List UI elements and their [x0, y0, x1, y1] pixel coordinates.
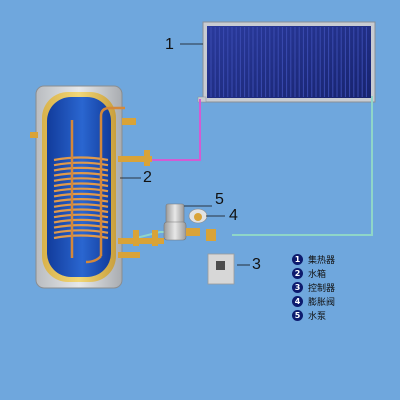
- water-tank: [30, 85, 164, 289]
- coil-winding: [53, 187, 109, 193]
- coil-winding: [53, 166, 109, 172]
- valve-bottom-2: [152, 230, 158, 246]
- legend-number: 1: [292, 253, 303, 265]
- legend-label: 水泵: [308, 311, 327, 322]
- coil-winding: [53, 182, 109, 188]
- legend-label: 集热器: [308, 255, 336, 266]
- fitting-bottom: [118, 238, 164, 244]
- solar-collector: [197, 21, 376, 103]
- legend: 1 集热器 2 水箱 3 控制器 4 膨胀阀 5 水泵: [292, 252, 392, 322]
- callout-collector: 1: [165, 36, 174, 53]
- coil-winding: [53, 161, 109, 167]
- fitting-left: [30, 132, 38, 138]
- legend-label: 控制器: [308, 283, 336, 294]
- pump-fitting: [186, 228, 200, 236]
- hot-water-pipe: [152, 99, 201, 161]
- valve-hot: [144, 150, 150, 166]
- controller-display: [216, 261, 225, 270]
- pump: [163, 203, 200, 241]
- legend-label: 水箱: [308, 269, 327, 280]
- coil-winding: [53, 229, 109, 234]
- bottom-inlet-pipe: [85, 255, 102, 264]
- legend-number: 4: [292, 295, 303, 307]
- fitting-hot: [118, 156, 152, 162]
- collector-fins: [210, 27, 367, 97]
- legend-number: 5: [292, 309, 303, 321]
- fitting-drain: [118, 252, 140, 258]
- coil-winding: [53, 203, 109, 208]
- coil-winding: [53, 198, 109, 203]
- top-outlet-pipe: [99, 106, 125, 117]
- legend-number: 2: [292, 267, 303, 279]
- callout-pump: 5: [215, 191, 224, 208]
- valve-fitting: [206, 229, 216, 241]
- coil-winding: [53, 224, 109, 229]
- heat-exchanger-coil: [53, 156, 109, 240]
- legend-item: 1 集热器: [292, 252, 392, 266]
- legend-item: 3 控制器: [292, 280, 392, 294]
- coil-winding: [53, 177, 109, 182]
- legend-item: 2 水箱: [292, 266, 392, 280]
- expansion-valve: [188, 208, 216, 241]
- coil-winding: [53, 156, 109, 162]
- coil-winding: [53, 218, 109, 224]
- callout-controller: 3: [252, 256, 261, 273]
- legend-item: 4 膨胀阀: [292, 294, 392, 308]
- legend-number: 3: [292, 281, 303, 293]
- callout-tank: 2: [143, 169, 152, 186]
- legend-label: 膨胀阀: [308, 297, 336, 308]
- controller: [207, 253, 235, 285]
- legend-item: 5 水泵: [292, 308, 392, 322]
- coil-winding: [53, 213, 109, 219]
- coil-winding: [53, 172, 109, 177]
- fitting-top: [122, 118, 136, 125]
- valve-bottom-1: [133, 230, 139, 246]
- callout-expansion-valve: 4: [229, 207, 238, 224]
- cold-water-pipe: [232, 96, 373, 236]
- coil-winding: [53, 208, 109, 214]
- coil-winding: [53, 192, 109, 198]
- coil-winding: [53, 234, 109, 240]
